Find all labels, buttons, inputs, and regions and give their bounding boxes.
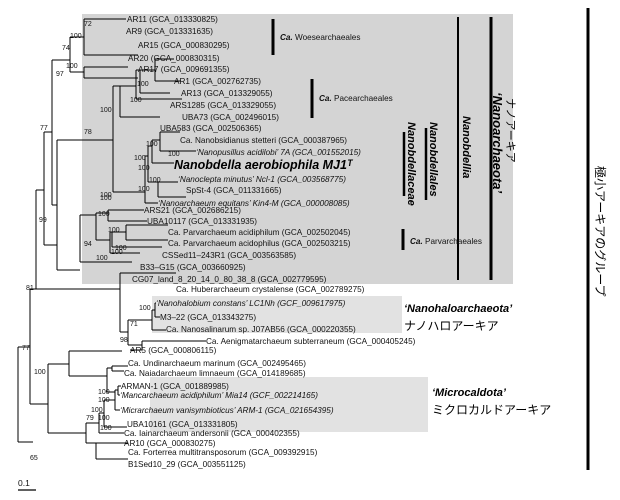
leaf-label: AR11 (GCA_013330825) [127,15,218,24]
microcaldota-jp-label: ミクロカルドアーキア [432,403,551,417]
bootstrap-value: 100 [108,227,120,234]
leaf-label: ARS21 (GCA_002686215) [144,206,241,215]
nanoarchaea-jp-label: ナノアーキア [504,98,517,163]
bootstrap-value: 65 [30,455,38,462]
leaf-label: Ca. Parvarchaeum acidiphilum (GCA_002502… [168,228,351,237]
bootstrap-value: 94 [84,241,92,248]
leaf-label: Ca. Parvarchaeum acidophilus (GCA_002503… [168,239,351,248]
microcaldota-shade [150,377,428,432]
leaf-label: B33–G15 (GCA_003660925) [140,263,246,272]
bootstrap-value: 100 [98,397,110,404]
bootstrap-value: 100 [137,81,149,88]
bootstrap-value: 100 [134,155,146,162]
nanobdellales-label: Nanobdellales [427,122,439,197]
nanobdellia-label: Nanobdellia [460,116,472,178]
bootstrap-value: 100 [146,141,158,148]
leaf-label: AR5 (GCA_000806115) [130,346,217,355]
leaf-label: ‘Micrarchaeum vanisymbioticus’ ARM-1 (GC… [120,406,334,415]
leaf-label: SpSt-4 (GCA_011331665) [186,186,282,195]
bootstrap-value: 100 [100,107,112,114]
leaf-label: Ca. Nanobsidianus stetteri (GCA_00038796… [180,136,347,145]
nanohaloarchaea-jp-label: ナノハロアーキア [404,319,499,333]
bootstrap-value: 100 [98,389,110,396]
bootstrap-value: 79 [86,415,94,422]
leaf-label: AR15 (GCA_000830295) [138,41,230,50]
microcaldota-label: ‘Microcaldota’ [432,387,507,399]
leaf-label: Ca. Huberarchaeum crystalense (GCA_00278… [176,285,365,294]
bootstrap-value: 99 [39,217,47,224]
leaf-label: UBA583 (GCA_002506365) [160,124,262,133]
leaf-label: M3–22 (GCA_013343275) [160,313,256,322]
bootstrap-value: 100 [100,425,112,432]
bootstrap-value: 100 [130,97,142,104]
bootstrap-value: 77 [40,125,48,132]
dpann-group-label: 極小アーキアのグループ [593,166,608,297]
leaf-label: AR17 (GCA_009691355) [138,65,230,74]
bootstrap-value: 100 [34,369,46,376]
nanoarchaeota-shade [82,14,513,284]
bootstrap-value: 100 [70,33,82,40]
nanohaloarchaeota-label: ‘Nanohaloarchaeota’ [404,303,513,315]
leaf-label: ARMAN-1 (GCA_001889985) [121,382,229,391]
pacearchaeales-label: Ca. Pacearchaeales [319,94,393,103]
scale-bar-label: 0.1 [18,478,30,488]
bootstrap-value: 100 [168,151,180,158]
leaf-label: CG07_land_8_20_14_0_80_38_8 (GCA_0027795… [132,275,327,284]
leaf-label: ‘Nanopusillus acidilobi’ 7A (GCA_0015520… [196,148,361,157]
leaf-label: Ca. Aenigmatarchaeum subterraneum (GCA_0… [206,337,416,346]
parvarchaeales-label: Ca. Parvarchaeales [410,237,482,246]
bootstrap-value: 100 [100,195,112,202]
bootstrap-value: 100 [138,165,150,172]
leaf-label: UBA73 (GCA_002496015) [182,113,279,122]
leaf-label: ARS1285 (GCA_013329055) [170,101,276,110]
leaf-labels: AR11 (GCA_013330825) AR9 (GCA_013331635)… [120,15,416,469]
highlighted-taxon: Nanobdella aerobiophila MJ1ᵀ [174,158,354,172]
leaf-label: Ca. Undinarchaeum marinum (GCA_002495465… [128,359,306,368]
clade-bars [271,8,590,470]
leaf-label: ‘Nanoclepta minutus’ Ncl-1 (GCA_00356877… [178,175,346,184]
bootstrap-value: 100 [98,415,110,422]
bootstrap-value: 100 [138,186,150,193]
leaf-label: ‘Nanohalobium constans’ LC1Nh (GCF_00961… [156,299,346,308]
bootstrap-value: 97 [56,71,64,78]
leaf-label: UBA10161 (GCA_013331805) [127,420,238,429]
leaf-label: Ca. Iainarchaeum andersonii (GCA_0004023… [124,429,300,438]
bootstrap-value: 72 [84,21,92,28]
bootstrap-value: 100 [111,249,123,256]
leaf-label: Ca. Nanosalinarum sp. J07AB56 (GCA_00022… [166,325,356,334]
nanohaloarchaeota-shade [152,296,402,333]
bootstrap-value: 81 [26,285,34,292]
leaf-label: Ca. Naiadarchaeum limnaeum (GCA_01418968… [124,369,306,378]
bootstrap-value: 100 [139,305,151,312]
bootstrap-values: 72 100 74 100 97 100 100 100 78 100 100 … [22,21,180,462]
leaf-label: AR9 (GCA_013331635) [126,27,213,36]
bootstrap-value: 71 [130,321,138,328]
bootstrap-value: 100 [96,255,108,262]
bootstrap-value: 74 [62,45,70,52]
bootstrap-value: 100 [115,245,127,252]
leaf-label: AR20 (GCA_000830315) [128,54,220,63]
leaf-label: B1Sed10_29 (GCA_003551125) [128,460,246,469]
leaf-label: CSSed11–243R1 (GCA_003563585) [162,251,296,260]
leaf-label: AR10 (GCA_000830275) [124,439,216,448]
leaf-label: UBA10117 (GCA_013331935) [147,217,257,226]
tree-branches [17,18,206,460]
leaf-label: Ca. Forterrea multitransposorum (GCA_009… [128,448,318,457]
bootstrap-value: 100 [91,407,103,414]
leaf-label: ‘Nanoarchaeum equitans’ Kin4-M (GCA_0000… [158,199,350,208]
nanobdellaceae-label: Nanobdellaceae [405,122,417,206]
leaf-label: ‘Mancarchaeum acidiphilum’ Mia14 (GCF_00… [120,391,318,400]
bootstrap-value: 100 [66,63,78,70]
nanoarchaeota-label: ‘Nanoarchaeota’ [490,92,505,194]
bootstrap-value: 98 [120,337,128,344]
leaf-label: AR1 (GCA_002762735) [174,77,261,86]
bootstrap-value: 100 [100,192,112,199]
bootstrap-value: 77 [22,345,30,352]
bootstrap-value: 100 [98,211,110,218]
bootstrap-value: 100 [149,177,161,184]
bootstrap-value: 78 [84,129,92,136]
woesearchaeales-label: Ca. Woesearchaeales [280,33,360,42]
leaf-label: AR13 (GCA_013329055) [181,89,273,98]
